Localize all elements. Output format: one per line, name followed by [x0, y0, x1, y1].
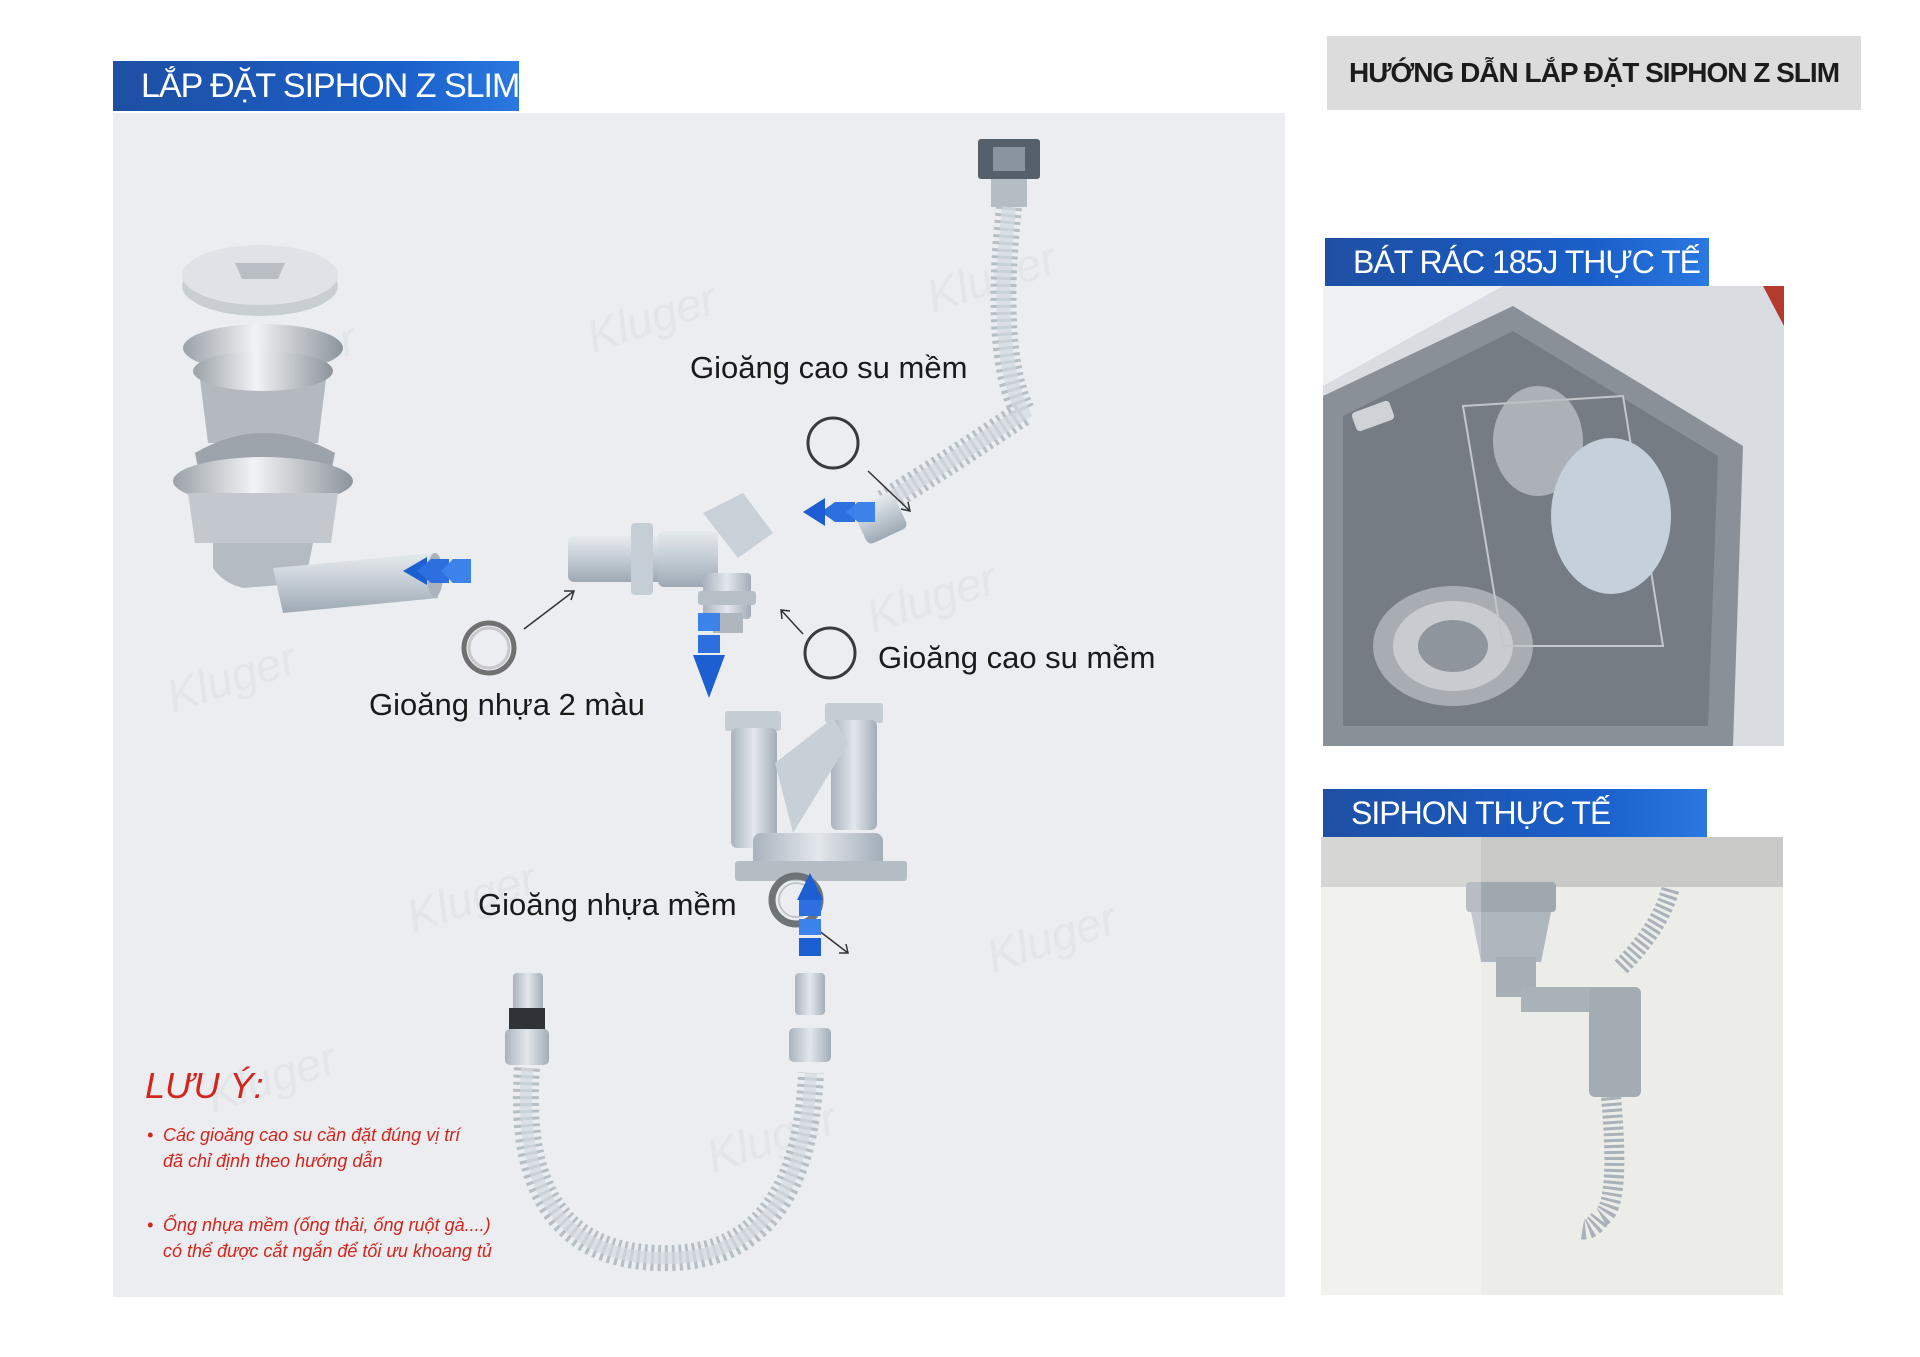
flow-arrow-up-icon	[797, 873, 823, 956]
rubber-gasket-mid-icon	[803, 626, 857, 680]
svg-text:Kluger: Kluger	[860, 551, 1004, 642]
two-color-gasket-icon	[461, 620, 517, 676]
z-trap-icon	[725, 703, 907, 881]
bullet-icon: •	[147, 1215, 154, 1235]
installed-siphon-illustration	[1321, 837, 1783, 1295]
installation-diagram: Kluger Kluger Kluger Kluger Kluger Kluge…	[113, 113, 1285, 1297]
siphon-photo-title-banner: SIPHON THỰC TẾ	[1323, 789, 1707, 837]
note-title: LƯU Ý:	[145, 1065, 264, 1106]
svg-text:Kluger: Kluger	[580, 271, 724, 362]
note-line: đã chỉ định theo hướng dẫn	[163, 1151, 383, 1171]
overflow-hose-icon	[853, 139, 1040, 544]
label-soft-rubber-gasket-top: Gioăng cao su mềm	[690, 350, 968, 385]
pointer-arrows	[523, 470, 911, 954]
guide-title-text: HƯỚNG DẪN LẮP ĐẶT SIPHON Z SLIM	[1348, 57, 1840, 88]
bin-photo-title-banner: BÁT RÁC 185J THỰC TẾ	[1325, 238, 1709, 286]
rubber-gasket-top-icon	[806, 416, 860, 470]
siphon-photo	[1321, 837, 1783, 1295]
note-line: Các gioăng cao su cần đặt đúng vị trí	[163, 1125, 461, 1145]
bin-photo-title: BÁT RÁC 185J THỰC TẾ	[1353, 243, 1701, 280]
label-soft-rubber-gasket-mid: Gioăng cao su mềm	[878, 640, 1156, 675]
bullet-icon: •	[147, 1125, 154, 1145]
flow-arrow-left-mid-icon	[403, 557, 471, 585]
guide-title: HƯỚNG DẪN LẮP ĐẶT SIPHON Z SLIM	[1327, 36, 1861, 110]
note-line: có thể được cắt ngắn để tối ưu khoang tủ	[163, 1241, 492, 1261]
siphon-photo-title: SIPHON THỰC TẾ	[1351, 794, 1611, 831]
sink-bin-illustration	[1323, 286, 1784, 746]
svg-text:Kluger: Kluger	[160, 631, 304, 722]
label-soft-plastic-gasket: Gioăng nhựa mềm	[478, 887, 737, 922]
strainer-basket-icon	[173, 245, 443, 613]
drain-hose-icon	[505, 973, 831, 1272]
note-item: • Các gioăng cao su cần đặt đúng vị trí …	[147, 1122, 461, 1174]
flow-arrow-left-top-icon	[803, 498, 875, 526]
note-line: Ống nhựa mềm (ống thải, ống ruột gà....)	[163, 1215, 491, 1235]
note-item: • Ống nhựa mềm (ống thải, ống ruột gà...…	[147, 1212, 492, 1264]
label-two-color-gasket: Gioăng nhựa 2 màu	[369, 687, 645, 722]
diagram-illustration: Kluger Kluger Kluger Kluger Kluger Kluge…	[160, 139, 1124, 1272]
elbow-connector-icon	[568, 493, 773, 633]
svg-text:Kluger: Kluger	[980, 891, 1124, 982]
svg-text:Kluger: Kluger	[700, 1091, 844, 1182]
section-title-banner: LẮP ĐẶT SIPHON Z SLIM	[113, 61, 520, 111]
bin-photo	[1323, 286, 1784, 746]
section-title: LẮP ĐẶT SIPHON Z SLIM	[141, 66, 520, 105]
flow-arrow-down-icon	[693, 613, 725, 698]
